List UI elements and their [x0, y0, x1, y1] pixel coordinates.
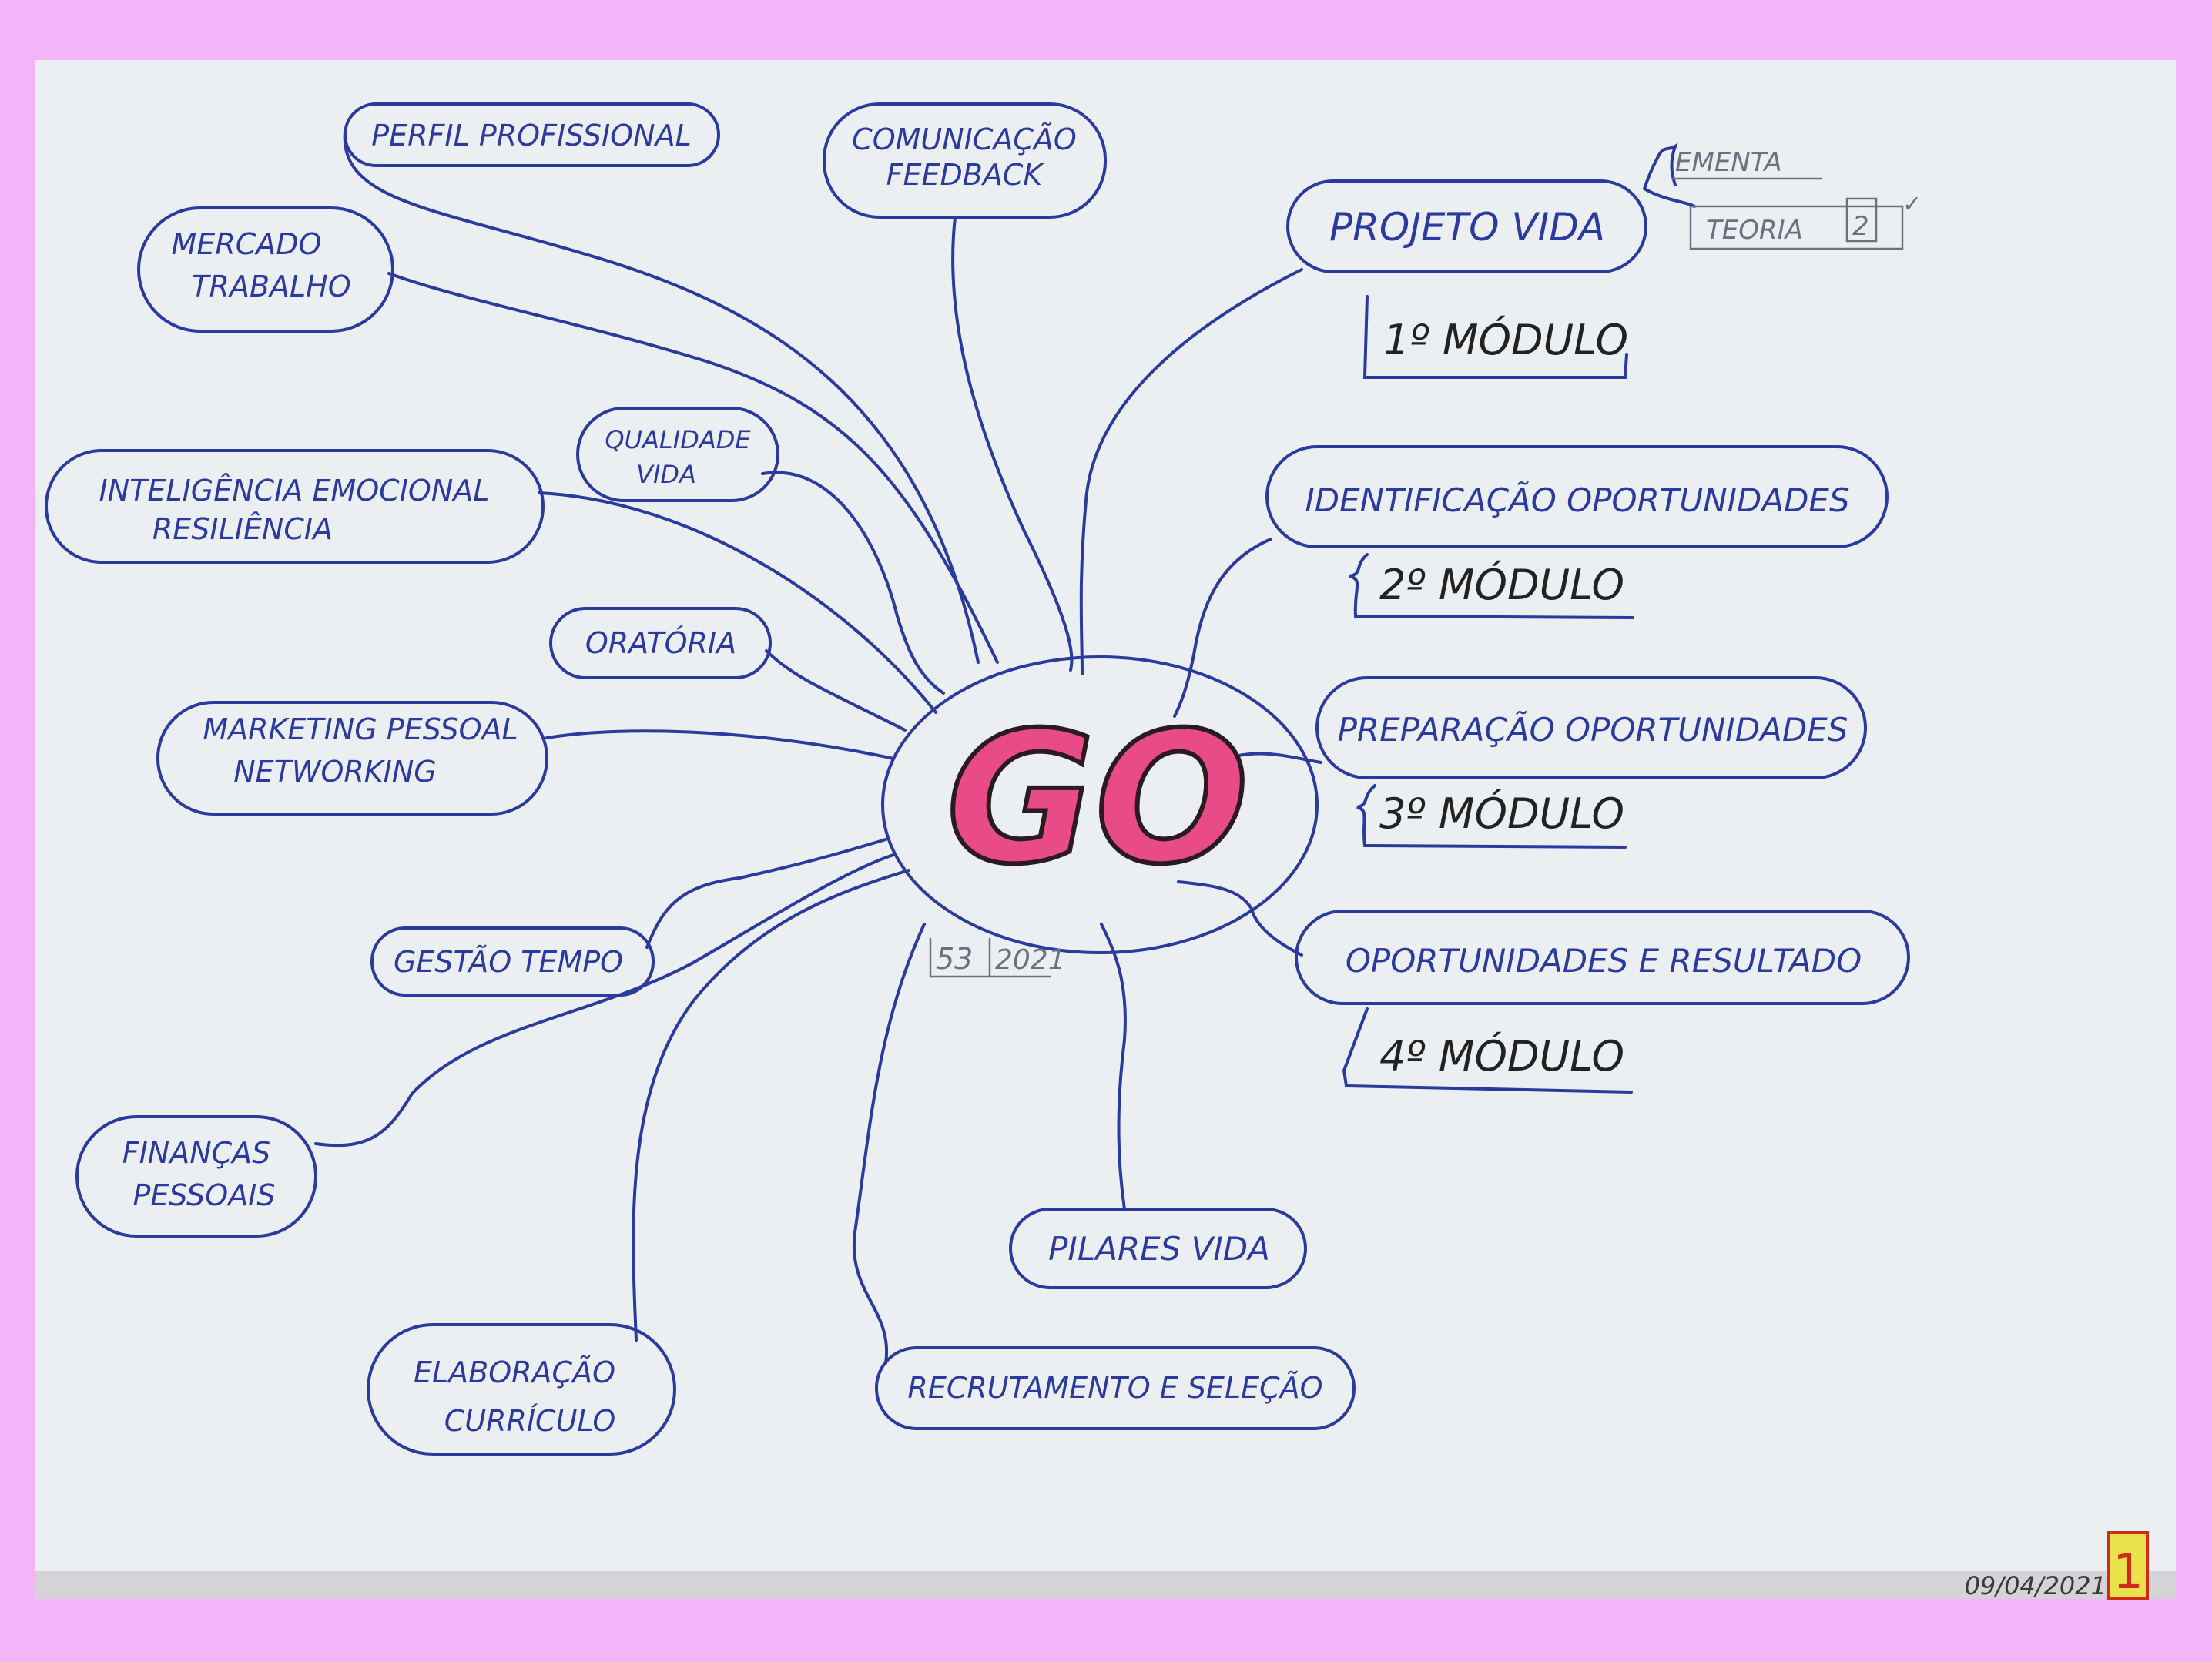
node-pilares-label: PILARES VIDA [1048, 1230, 1270, 1268]
link-projeto-notes [1643, 156, 1659, 190]
node-gestao-bubble [370, 926, 655, 997]
link-perfil [343, 129, 980, 664]
node-comunicacao-label-1: COMUNICAÇÃO [852, 122, 1077, 156]
node-qualidade-label-2: VIDA [636, 460, 696, 489]
node-inteligencia-label-2: RESILIÊNCIA [152, 512, 333, 546]
node-elaboracao-label-1: ELABORAÇÃO [414, 1355, 615, 1389]
node-inteligencia-bubble [45, 449, 545, 564]
link-teoria [1643, 187, 1696, 208]
link-pilares [1100, 923, 1127, 1211]
link-qualidade [761, 471, 945, 695]
node-oratoria-bubble [549, 607, 772, 679]
page-number-box [2107, 1531, 2149, 1600]
node-mercado-bubble [137, 206, 394, 333]
link-recrutamento [852, 923, 926, 1365]
page-number: 1 [2113, 1543, 2143, 1600]
paper-edge-shadow [35, 1571, 2176, 1599]
center-code: 53 [936, 942, 973, 976]
node-gestao-label: GESTÃO TEMPO [394, 945, 623, 979]
paper-sheet [35, 60, 2176, 1599]
module-2-bracket [1349, 553, 1634, 619]
node-identificacao-bubble [1265, 445, 1889, 548]
module-2-label: 2º MÓDULO [1379, 561, 1624, 609]
node-financas-label-1: FINANÇAS [122, 1136, 271, 1170]
node-oportunidades-bubble [1295, 910, 1910, 1005]
teoria-box [1689, 205, 1904, 250]
node-perfil-bubble [344, 102, 720, 167]
module-4-label: 4º MÓDULO [1379, 1032, 1624, 1081]
link-comunicacao [951, 216, 1074, 672]
link-mercado [387, 272, 999, 664]
footer-date: 09/04/2021 [1965, 1571, 2106, 1600]
link-identificacao [1173, 538, 1272, 718]
node-marketing-bubble [156, 701, 548, 816]
link-gestao [645, 838, 887, 949]
center-bubble [881, 655, 1319, 954]
node-marketing-label-1: MARKETING PESSOAL [203, 712, 518, 746]
node-elaboracao-bubble [367, 1323, 676, 1456]
node-financas-bubble [75, 1115, 317, 1238]
link-inteligencia [538, 491, 937, 714]
link-projeto [1079, 268, 1303, 675]
link-oportunidades [1177, 880, 1303, 957]
link-oratoria [765, 649, 907, 732]
node-pilares-bubble [1009, 1208, 1307, 1289]
node-projeto-label: PROJETO VIDA [1329, 205, 1605, 250]
teoria-check: ✓ [1902, 191, 1922, 218]
node-mercado-label-2: TRABALHO [191, 270, 350, 303]
module-4-bracket [1342, 1007, 1633, 1094]
node-identificacao-label: IDENTIFICAÇÃO OPORTUNIDADES [1305, 481, 1849, 519]
ementa-label: EMENTA [1675, 147, 1782, 178]
module-3-label: 3º MÓDULO [1379, 789, 1624, 838]
link-marketing [545, 729, 895, 760]
link-ementa [1656, 142, 1678, 186]
node-comunicacao-label-2: FEEDBACK [886, 158, 1045, 192]
node-oportunidades-label: OPORTUNIDADES E RESULTADO [1346, 942, 1862, 980]
node-preparacao-bubble [1315, 676, 1867, 779]
node-inteligencia-label-1: INTELIGÊNCIA EMOCIONAL [99, 474, 490, 508]
link-elaboracao [632, 869, 910, 1342]
module-1-label: 1º MÓDULO [1383, 316, 1628, 364]
node-qualidade-bubble [576, 407, 779, 502]
node-comunicacao-bubble [823, 102, 1107, 219]
node-projeto-bubble [1286, 179, 1647, 273]
node-preparacao-label: PREPARAÇÃO OPORTUNIDADES [1338, 710, 1848, 749]
node-perfil-label: PERFIL PROFISSIONAL [371, 119, 692, 152]
node-recrutamento-bubble [875, 1346, 1356, 1430]
teoria-count: 2 [1852, 211, 1869, 242]
node-oratoria-label: ORATÓRIA [585, 626, 736, 660]
teoria-label: TEORIA [1706, 215, 1803, 246]
center-label: GO [947, 694, 1249, 904]
node-mercado-label-1: MERCADO [172, 227, 322, 261]
module-1-bracket [1362, 295, 1628, 379]
node-marketing-label-2: NETWORKING [233, 755, 437, 789]
link-financas [314, 853, 895, 1148]
center-year: 2021 [995, 944, 1066, 976]
module-3-bracket [1356, 784, 1627, 849]
node-recrutamento-label: RECRUTAMENTO E SELEÇÃO [907, 1371, 1322, 1405]
node-elaboracao-label-2: CURRÍCULO [444, 1404, 616, 1438]
node-financas-label-2: PESSOAIS [132, 1178, 275, 1212]
node-qualidade-label-1: QUALIDADE [605, 425, 751, 454]
teoria-count-box [1845, 197, 1878, 243]
